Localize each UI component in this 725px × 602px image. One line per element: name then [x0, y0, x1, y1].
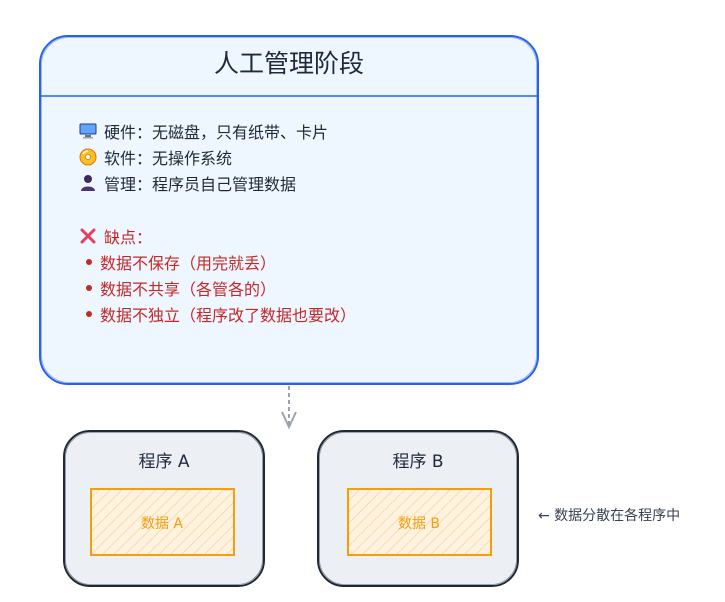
con-item-text: 数据不共享（各管各的）: [100, 280, 277, 299]
con-item: 数据不保存（用完就丢）: [86, 250, 276, 274]
con-item: 数据不共享（各管各的）: [86, 276, 276, 300]
info-management: 管理：程序员自己管理数据: [78, 171, 296, 195]
disc-icon: [78, 147, 98, 167]
bullet-dot: [86, 259, 92, 265]
bullet-dot: [86, 311, 92, 317]
con-item-text: 数据不保存（用完就丢）: [100, 254, 277, 273]
con-item: 数据不独立（程序改了数据也要改）: [86, 302, 356, 326]
cons-heading-text: 缺点：: [104, 228, 153, 247]
info-hardware-text: 硬件：无磁盘，只有纸带、卡片: [104, 123, 329, 142]
con-item-text: 数据不独立（程序改了数据也要改）: [100, 306, 357, 325]
program-b-title: 程序 B: [392, 452, 444, 472]
stage-box: [39, 35, 539, 385]
down-arrow: [281, 386, 297, 430]
data-a-label: 数据 A: [140, 516, 184, 532]
info-software-text: 软件：无操作系统: [104, 149, 233, 168]
bullet-dot: [86, 285, 92, 291]
data-b-box: [347, 488, 492, 556]
user-icon: [78, 173, 98, 193]
monitor-icon: [78, 121, 98, 141]
stage-title: 人工管理阶段: [213, 49, 364, 78]
program-a-title: 程序 A: [138, 452, 190, 472]
data-a-box: [90, 488, 235, 556]
data-b-label: 数据 B: [397, 516, 441, 532]
scatter-note: ← 数据分散在各程序中: [538, 508, 681, 524]
info-hardware: 硬件：无磁盘，只有纸带、卡片: [78, 119, 328, 143]
info-software: 软件：无操作系统: [78, 145, 232, 169]
cross-icon: [78, 226, 98, 246]
cons-heading: 缺点：: [78, 224, 152, 248]
info-management-text: 管理：程序员自己管理数据: [104, 175, 297, 194]
